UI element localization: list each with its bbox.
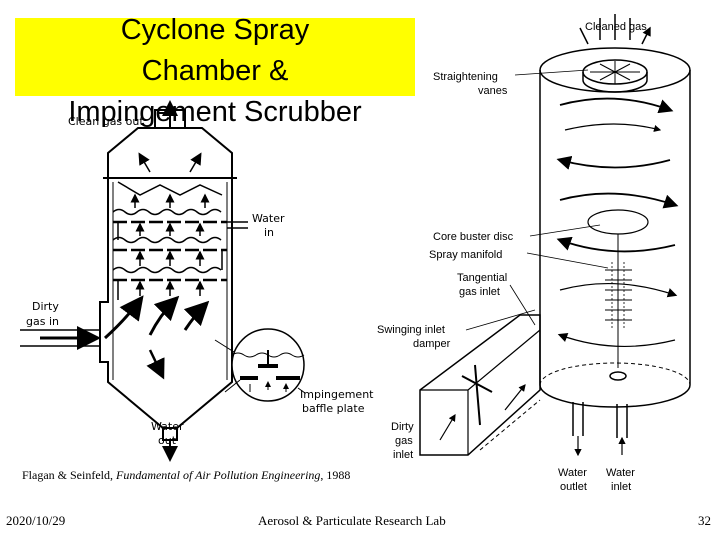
water-in-label-1: Water <box>252 212 285 225</box>
dirty-gas-inlet-label-1: Dirty <box>391 421 414 433</box>
dirty-gas-in-label-2: gas in <box>26 315 59 328</box>
water-in-label-2: in <box>264 226 274 239</box>
footer-center-text: Aerosol & Particulate Research Lab <box>258 513 446 528</box>
water-outlet-label-2: outlet <box>560 481 587 493</box>
water-out-label-1: Water <box>151 420 184 433</box>
dirty-gas-in-label-1: Dirty <box>32 300 59 313</box>
left-flow-arrows <box>40 100 210 462</box>
title-line-1: Cyclone Spray <box>120 14 310 46</box>
footer-page-number: 32 <box>698 513 711 528</box>
slide-title: Cyclone Spray Chamber & Impingement Scru… <box>15 14 415 128</box>
title-line-2: Chamber & <box>141 55 289 87</box>
dirty-gas-inlet-label-2: gas <box>395 435 413 447</box>
straightening-vanes-label-2: vanes <box>478 85 508 97</box>
impingement-label-2: baffle plate <box>302 402 365 415</box>
straightening-vanes-label-1: Straightening <box>433 71 498 83</box>
citation-year: , 1988 <box>320 468 351 482</box>
citation-caption: Flagan & Seinfeld, Fundamental of Air Po… <box>22 467 350 484</box>
cyclone-spray-chamber-drawing <box>419 47 691 456</box>
cleaned-gas-label: Cleaned gas <box>585 21 647 33</box>
water-inlet-label-1: Water <box>606 467 635 479</box>
impingement-detail-circle <box>214 328 306 402</box>
water-inlet-label-2: inlet <box>611 481 631 493</box>
citation-authors: Flagan & Seinfeld, <box>22 468 116 482</box>
water-out-label-2: out <box>158 434 177 447</box>
clean-gas-out-label: Clean gas out <box>68 115 144 128</box>
citation-book-title: Fundamental of Air Pollution Engineering <box>115 468 321 482</box>
impingement-scrubber-drawing <box>20 109 248 441</box>
tangential-inlet-label-2: gas inlet <box>459 286 500 298</box>
impingement-label-1: Impingement <box>300 388 374 401</box>
swirl-flow-arrows <box>439 14 679 457</box>
water-outlet-label-1: Water <box>558 467 587 479</box>
spray-manifold-label: Spray manifold <box>429 249 502 261</box>
core-buster-disc-label: Core buster disc <box>433 231 514 243</box>
swinging-damper-label-2: damper <box>413 338 451 350</box>
swinging-damper-label-1: Swinging inlet <box>377 324 445 336</box>
title-line-3: Impingement Scrubber <box>68 96 362 128</box>
tangential-inlet-label-1: Tangential <box>457 272 507 284</box>
footer-date: 2020/10/29 <box>6 513 66 528</box>
leader-lines <box>465 69 609 331</box>
dirty-gas-inlet-label-3: inlet <box>393 449 413 461</box>
